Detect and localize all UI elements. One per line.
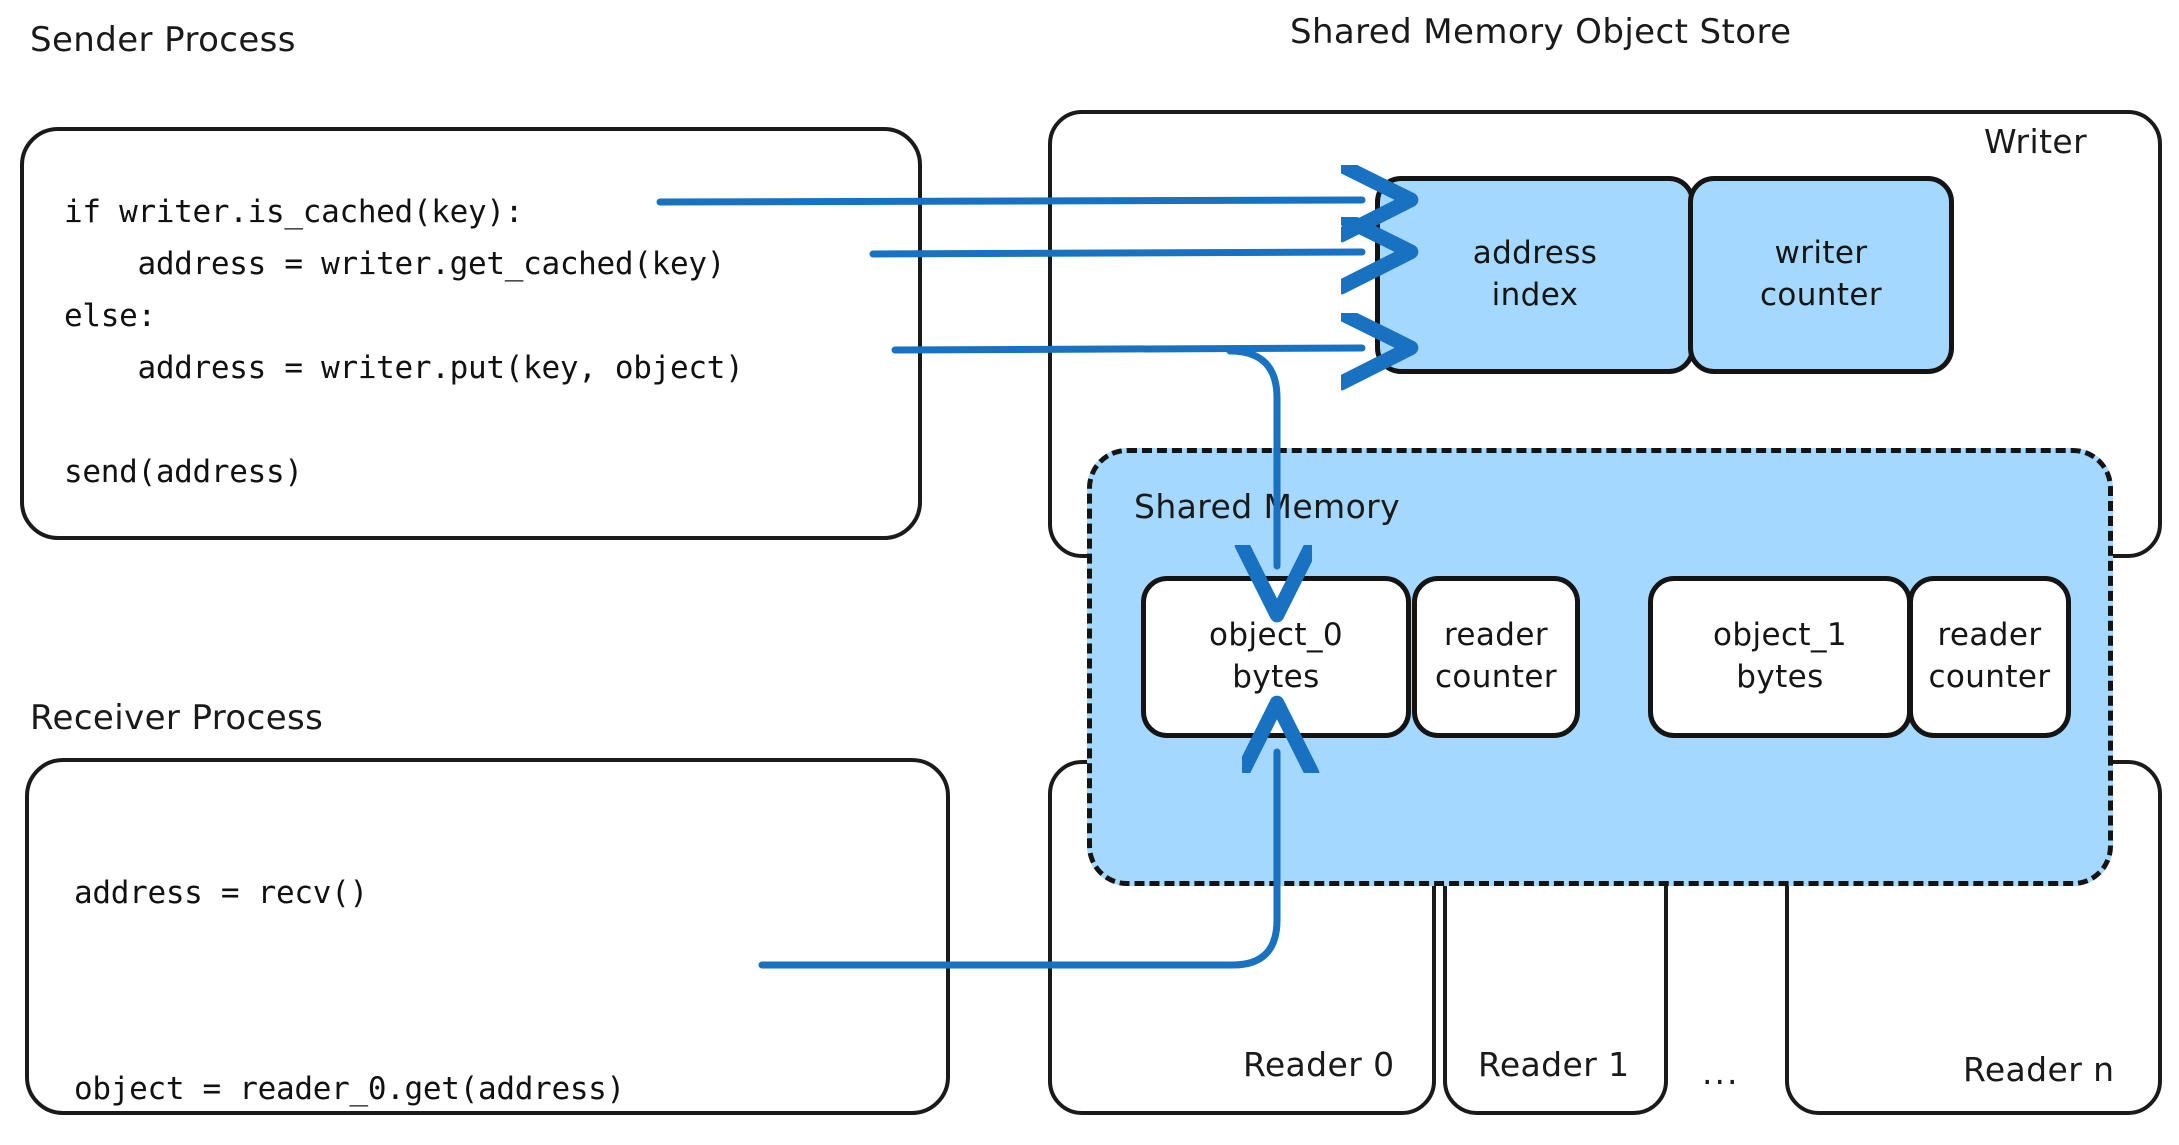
- receiver-code-block: address = recv() object = reader_0.get(a…: [74, 875, 625, 1107]
- reader-counter-cell-0: reader counter: [1412, 576, 1580, 738]
- arrow-reader-get-to-object-0: [758, 752, 1277, 969]
- address-index-line2: index: [1491, 277, 1579, 313]
- reader-label-1: Reader 1: [1478, 1045, 1630, 1084]
- receiver-process-panel: address = recv() object = reader_0.get(a…: [25, 758, 950, 1115]
- arrow-put-to-address-index: [891, 348, 1362, 350]
- writer-counter-line1: writer: [1774, 235, 1868, 272]
- writer-counter-cell: writer counter: [1688, 176, 1954, 374]
- object-0-line2: bytes: [1232, 659, 1320, 695]
- shared-memory-label: Shared Memory: [1134, 487, 1401, 526]
- reader-counter-1-line1: reader: [1937, 617, 2042, 654]
- object-1-line2: bytes: [1736, 659, 1824, 695]
- writer-counter-line2: counter: [1759, 277, 1883, 313]
- reader-counter-0-line1: reader: [1443, 617, 1548, 654]
- object-0-bytes-cell: object_0 bytes: [1141, 576, 1411, 738]
- reader-counter-cell-1: reader counter: [1908, 576, 2071, 738]
- reader-counter-1-line2: counter: [1928, 659, 2051, 695]
- arrow-is-cached-to-address-index: [656, 200, 1362, 202]
- receiver-process-title: Receiver Process: [30, 698, 324, 738]
- arrow-get-cached-to-address-index: [869, 252, 1362, 254]
- object-0-line1: object_0: [1209, 617, 1343, 654]
- object-1-line1: object_1: [1713, 617, 1847, 654]
- object-1-bytes-cell: object_1 bytes: [1648, 576, 1912, 738]
- reader-label-n: Reader n: [1963, 1050, 2115, 1089]
- address-index-cell: address index: [1375, 176, 1695, 374]
- address-index-line1: address: [1472, 235, 1598, 272]
- reader-counter-0-line2: counter: [1434, 659, 1558, 695]
- writer-label: Writer: [1984, 122, 2088, 161]
- sender-process-panel: if writer.is_cached(key): address = writ…: [20, 127, 922, 540]
- reader-ellipsis: ...: [1702, 1053, 1740, 1092]
- shared-memory-object-store-title: Shared Memory Object Store: [1290, 12, 1792, 52]
- arrow-put-down-to-object-0: [1226, 347, 1277, 566]
- sender-process-title: Sender Process: [30, 20, 296, 60]
- reader-label-0: Reader 0: [1243, 1045, 1395, 1084]
- sender-code-block: if writer.is_cached(key): address = writ…: [64, 194, 744, 490]
